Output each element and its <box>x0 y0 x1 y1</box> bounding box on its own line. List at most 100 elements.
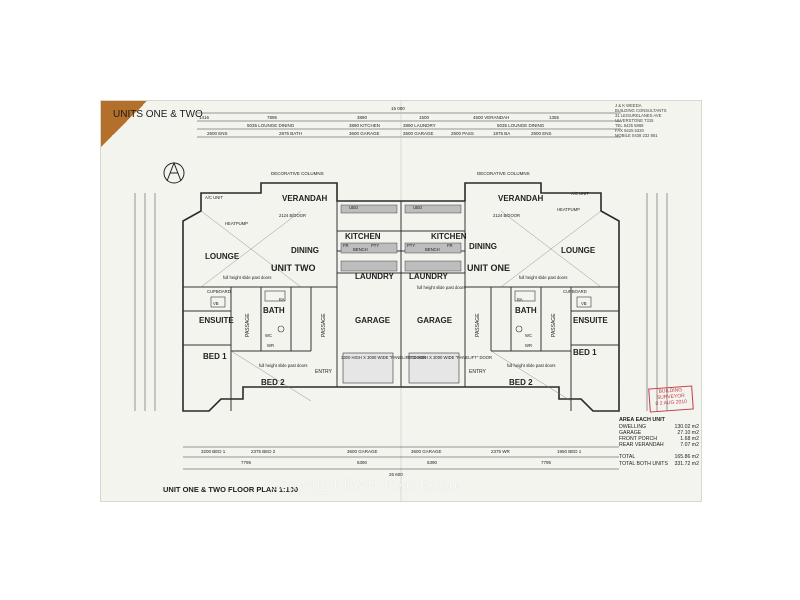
room-passage-2: PASSAGE <box>321 313 327 337</box>
cupboard-right: CUPBOARD <box>563 289 587 294</box>
room-verandah-right: VERANDAH <box>498 194 544 203</box>
ba-left: BA <box>279 297 285 302</box>
dim-top-r3-1: 2875 BATH <box>279 131 302 136</box>
room-bed2-left: BED 2 <box>261 378 285 387</box>
area-total-value: 165.86 m2 <box>674 454 699 461</box>
corner-label: UNITS ONE & TWO <box>113 109 203 120</box>
room-entry-right: ENTRY <box>469 369 487 375</box>
room-bed1-right: BED 1 <box>573 348 597 357</box>
garage-door-left: 3300 HIGH X 3000 WIDE "PANELIFT" DOOR <box>341 355 426 360</box>
dim-bottom-r1-0: 3200 BED 1 <box>201 449 226 454</box>
dim-top-r1-0: 1416 <box>199 115 210 120</box>
title-line: BUILDING CONSULTANTS <box>615 108 667 113</box>
dim-bottom-r2-0: 7795 <box>241 460 252 465</box>
decorative-columns-left: DECORATIVE COLUMNS <box>271 171 324 176</box>
internal-walls <box>183 201 619 411</box>
dim-top-r2-0: 5035 LOUNGE DINING <box>247 123 295 128</box>
title-line: J & K WEEDA <box>615 103 642 108</box>
room-dining-right: DINING <box>469 242 497 251</box>
unit-two-label: UNIT TWO <box>271 263 316 273</box>
title-line: FAX 6425 5320 <box>615 128 644 133</box>
area-total-both-value: 331.72 m2 <box>674 460 699 467</box>
dim-bottom-r1-3: 3600 GARAGE <box>411 449 442 454</box>
corner-tag <box>101 101 147 147</box>
dim-top-r3-3: 3600 GARAGE <box>403 131 434 136</box>
dim-top-r3-4: 2600 PASS <box>451 131 474 136</box>
area-value: 7.07 m2 <box>680 442 699 449</box>
room-garage-right: GARAGE <box>417 316 453 325</box>
pty-right: PTY <box>407 243 415 248</box>
room-laundry-left: LAUNDRY <box>355 272 394 281</box>
title-line: MOBILE 0438 232 861 <box>615 133 658 138</box>
dim-overall-top: 15 000 <box>391 106 405 111</box>
room-passage-1: PASSAGE <box>245 313 251 337</box>
room-kitchen-left: KITCHEN <box>345 232 381 241</box>
fr-left: FR <box>343 243 349 248</box>
vb-right: VB <box>581 301 587 306</box>
area-table: AREA EACH UNIT DWELLING 130.02 m2 GARAGE… <box>619 417 699 467</box>
room-bed2-right: BED 2 <box>509 378 533 387</box>
title-line: 31 LEISURELANES AVE <box>615 113 662 118</box>
dim-overall-bottom: 26 600 <box>389 472 403 477</box>
area-row: GARAGE 27.10 m2 <box>619 430 699 436</box>
pty-left: PTY <box>371 243 379 248</box>
slide-doors-bed-left: full height slide past doors <box>259 363 307 368</box>
room-bed1-left: BED 1 <box>203 352 227 361</box>
plan-title: UNIT ONE & TWO FLOOR PLAN 1:100 <box>163 485 299 494</box>
room-lounge-right: LOUNGE <box>561 246 596 255</box>
ubo-left: UBO <box>349 205 359 210</box>
dim-top-r3-2: 3600 GARAGE <box>349 131 380 136</box>
dim-top-r2-1: 3890 KITCHEN <box>349 123 380 128</box>
dim-bottom-r2-2: 5390 <box>427 460 438 465</box>
floor-plan-sheet: UNITS ONE & TWO <box>100 100 702 502</box>
dim-top-r1-4: 4500 VERANDAH <box>473 115 509 120</box>
building-outline <box>182 182 620 412</box>
area-value: 27.10 m2 <box>677 429 699 436</box>
dim-bottom-r2-1: 5390 <box>357 460 368 465</box>
slider-door-left: 2124 B/DOOR <box>279 213 306 218</box>
room-ensuite-left: ENSUITE <box>199 316 234 325</box>
area-row: REAR VERANDAH 7.07 m2 <box>619 442 699 448</box>
title-line: TEL 6425 5868 <box>615 123 644 128</box>
dim-top-r3-5: 1875 BA <box>493 131 510 136</box>
ubo-right: UBO <box>413 205 423 210</box>
dim-top-r2-3: 5035 LOUNGE DINING <box>497 123 545 128</box>
room-bath-left: BATH <box>263 306 285 315</box>
dim-top-r1-3: 1500 <box>419 115 430 120</box>
ac-unit-left: A/C UNIT <box>205 195 223 200</box>
decorative-columns-right: DECORATIVE COLUMNS <box>477 171 530 176</box>
slide-doors-laundry: full height slide past doors <box>417 285 465 290</box>
fr-right: FR <box>447 243 453 248</box>
surveyor-stamp: BUILDING SURVEYOR 0 2 AUG 2010 <box>648 385 694 413</box>
dim-bottom-r1-5: 1950 BED 1 <box>557 449 582 454</box>
room-entry-left: ENTRY <box>315 369 333 375</box>
slide-doors-bed-right: full height slide past doors <box>507 363 555 368</box>
wr-right: WR <box>525 343 532 348</box>
area-value: 1.68 m2 <box>680 435 699 442</box>
wc-right: WC <box>525 333 532 338</box>
dim-bottom-r2-3: 7795 <box>541 460 552 465</box>
heatpump-right: HEATPUMP <box>557 207 580 212</box>
room-lounge-left: LOUNGE <box>205 252 240 261</box>
floor-plan-drawing: VERANDAH VERANDAH DECORATIVE COLUMNS DEC… <box>134 101 668 501</box>
bench-right: BENCH <box>425 247 440 252</box>
area-row: DWELLING 130.02 m2 <box>619 424 699 430</box>
slide-doors-right: full height slide past doors <box>519 275 567 280</box>
area-total-label: TOTAL <box>619 454 636 461</box>
unit-one-label: UNIT ONE <box>467 263 510 273</box>
title-block: J & K WEEDA BUILDING CONSULTANTS 31 LEIS… <box>615 103 697 138</box>
room-garage-left: GARAGE <box>355 316 391 325</box>
dim-top-r1-2: 3880 <box>357 115 368 120</box>
dim-top-r3-6: 2600 ENS <box>531 131 552 136</box>
area-row: FRONT PORCH 1.68 m2 <box>619 436 699 442</box>
room-passage-3: PASSAGE <box>475 313 481 337</box>
ac-unit-right: A/C UNIT <box>571 191 589 196</box>
room-kitchen-right: KITCHEN <box>431 232 467 241</box>
cupboard-left: CUPBOARD <box>207 289 231 294</box>
wc-left: WC <box>265 333 272 338</box>
area-heading: AREA EACH UNIT <box>619 417 665 423</box>
dim-bottom-r1-2: 3600 GARAGE <box>347 449 378 454</box>
area-label: FRONT PORCH <box>619 435 657 442</box>
room-ensuite-right: ENSUITE <box>573 316 608 325</box>
garage-door-right: 3300 HIGH X 3000 WIDE "PANELIFT" DOOR <box>407 355 492 360</box>
